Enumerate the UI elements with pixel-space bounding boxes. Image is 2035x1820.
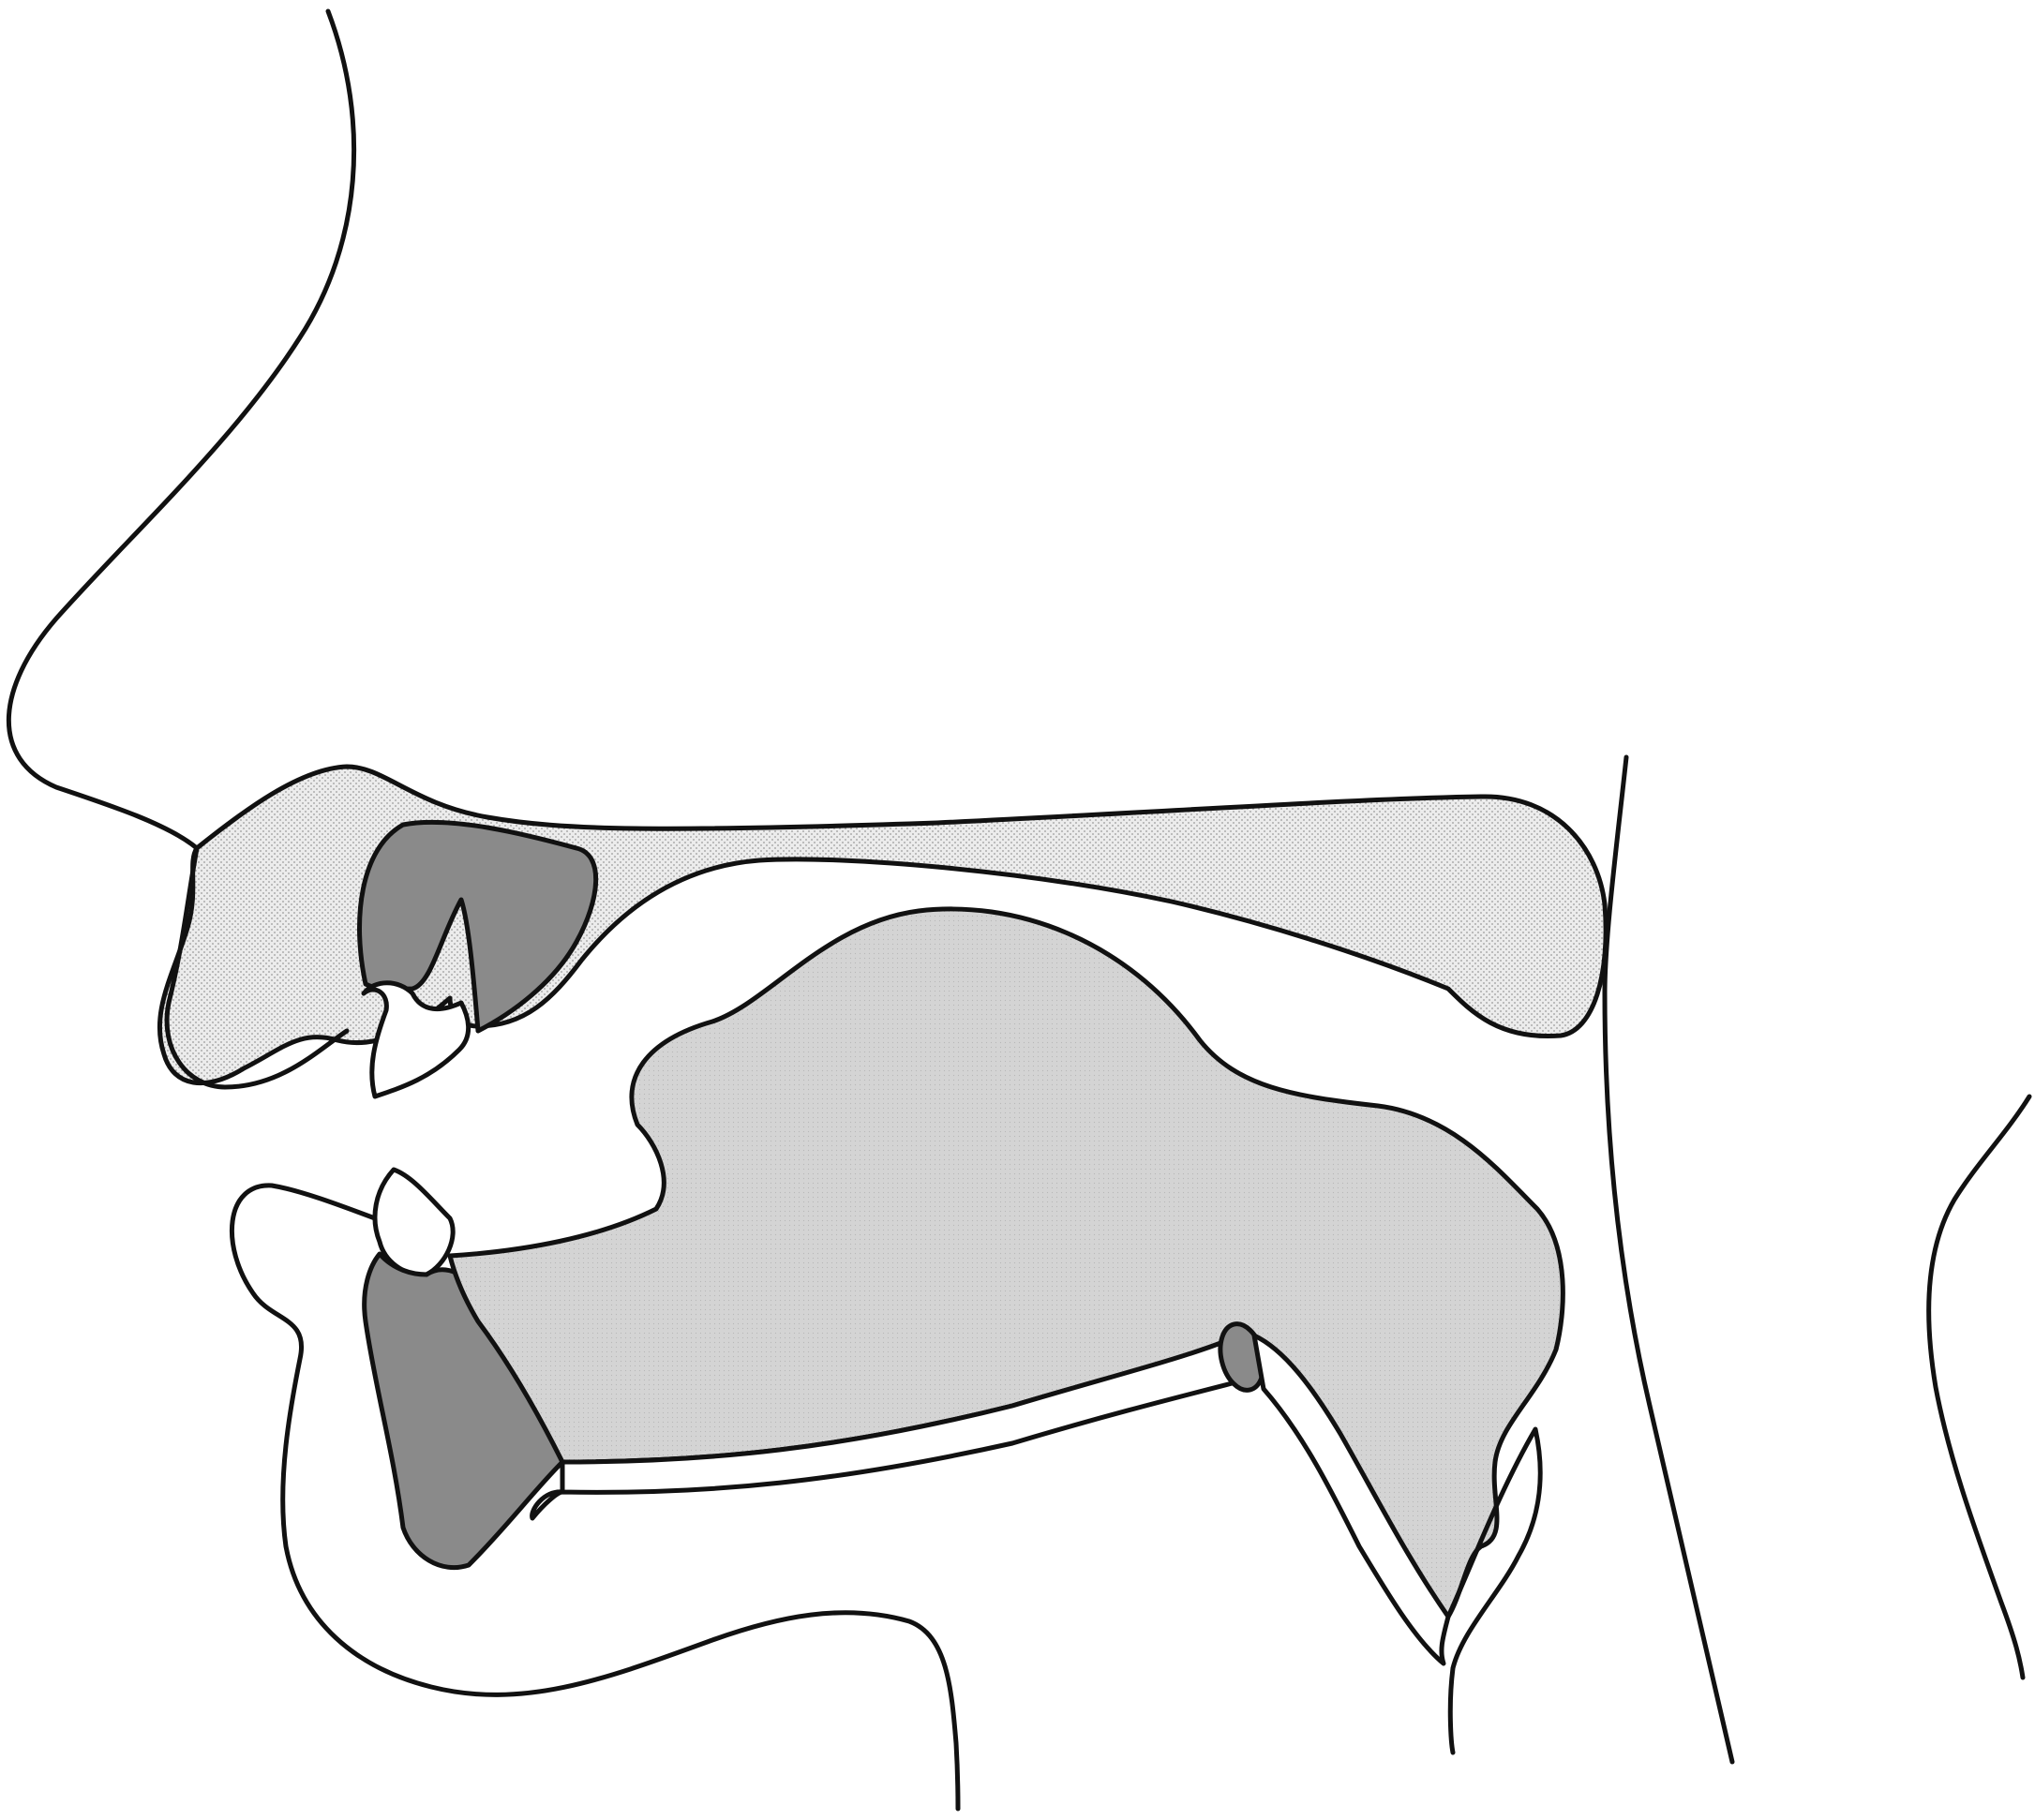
nose-profile [6, 8, 357, 851]
floor-of-mouth-band [530, 1337, 1249, 1521]
vocal-folds [1445, 1426, 1543, 1755]
pharyngeal-wall [1602, 754, 1735, 1765]
epiglottis [1251, 1333, 1451, 1666]
neck-back [1926, 1094, 2032, 1680]
upper-lip [164, 845, 350, 1090]
lower-lip-chin [229, 1183, 961, 1812]
upper-jaw-bone [357, 819, 599, 1034]
lower-jaw-bone [362, 1251, 565, 1571]
upper-incisor [361, 980, 471, 1099]
tongue [447, 906, 1565, 1619]
